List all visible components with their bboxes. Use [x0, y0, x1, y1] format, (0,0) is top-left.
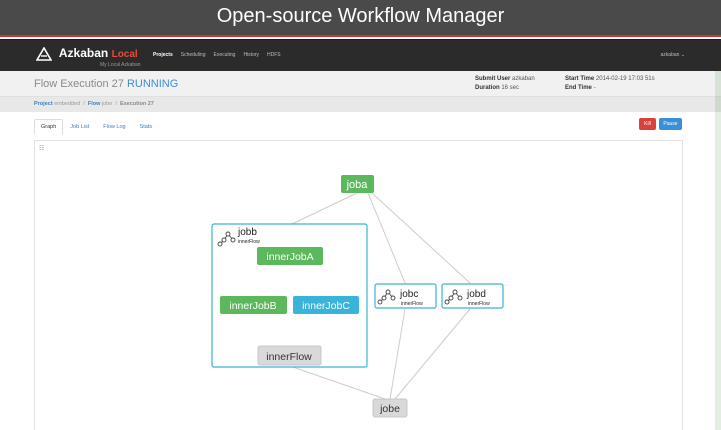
nav-menu: Projects Scheduling Executing History HD… — [153, 52, 281, 58]
list-toggle-icon[interactable]: ☷ — [39, 146, 45, 152]
start-time-label: Start Time — [565, 76, 595, 82]
edge-joba-jobc — [367, 192, 406, 284]
execution-status: RUNNING — [126, 78, 179, 90]
node-innerFlow[interactable]: innerFlow — [257, 345, 322, 366]
node-joba-label: joba — [346, 179, 369, 191]
tab-graph[interactable]: Graph — [34, 119, 64, 135]
flow-icon — [444, 289, 463, 305]
node-innerJobC-label: innerJobC — [302, 300, 350, 312]
tab-bar: Graph Job List Flow Log Stats — [34, 119, 159, 135]
edge-joba-jobd — [371, 192, 471, 284]
breadcrumb-project[interactable]: embedded — [54, 101, 81, 107]
app-name: Azkaban — [58, 46, 109, 60]
nav-scheduling[interactable]: Scheduling — [180, 52, 206, 58]
node-jobb[interactable]: jobb innerFlow — [211, 223, 368, 368]
node-innerJobB-label: innerJobB — [229, 300, 276, 312]
node-innerFlow-label: innerFlow — [266, 351, 312, 363]
node-jobc[interactable]: jobc innerFlow — [374, 283, 437, 309]
nav-projects[interactable]: Projects — [153, 52, 173, 58]
node-jobd-type: innerFlow — [468, 301, 490, 307]
node-innerJobA-label: innerJobA — [266, 251, 313, 263]
tab-flow-log[interactable]: Flow Log — [103, 124, 126, 130]
duration-label: Duration — [475, 85, 500, 91]
edge-jobd-jobe — [394, 308, 471, 400]
node-joba[interactable]: joba — [341, 175, 374, 193]
submit-info: Submit User azkaban Duration 16 sec — [475, 75, 535, 93]
breadcrumb-execution: Execution 27 — [119, 101, 154, 107]
node-jobc-type: innerFlow — [401, 301, 423, 307]
app-subtitle: My Local Azkaban — [100, 62, 141, 68]
nav-history[interactable]: History — [243, 52, 260, 58]
pause-button[interactable]: Pause — [659, 118, 682, 130]
app-local-label: Local — [111, 49, 138, 60]
execution-title: Flow Execution 27 — [34, 78, 124, 90]
azkaban-logo-icon — [36, 46, 52, 61]
node-jobb-label: jobb — [237, 227, 257, 238]
graph-panel: ☷ — [34, 140, 683, 430]
duration: 16 sec — [501, 85, 520, 91]
node-innerJobA[interactable]: innerJobA — [257, 247, 323, 265]
submit-user-label: Submit User — [475, 76, 511, 82]
flow-icon — [217, 231, 236, 247]
breadcrumb-project-label: Project — [34, 101, 53, 107]
node-innerJobB[interactable]: innerJobB — [220, 296, 287, 314]
submit-user: azkaban — [512, 76, 535, 82]
node-jobc-label: jobc — [399, 289, 418, 300]
user-menu[interactable]: azkaban ⌄ — [660, 52, 685, 58]
execution-header: Flow Execution 27 RUNNING Submit User az… — [0, 71, 721, 97]
breadcrumb-flow[interactable]: jobe — [101, 101, 113, 107]
edge-jobb-jobe — [289, 365, 386, 400]
node-jobe[interactable]: jobe — [372, 398, 408, 418]
edge-joba-jobb — [289, 192, 358, 226]
navbar: Azkaban Local My Local Azkaban Projects … — [0, 39, 721, 71]
end-time: - — [593, 85, 596, 91]
flow-icon — [377, 289, 396, 305]
top-banner: Open-source Workflow Manager — [0, 0, 721, 37]
nav-hdfs[interactable]: HDFS — [267, 52, 281, 58]
banner-title: Open-source Workflow Manager — [216, 5, 505, 27]
nav-executing[interactable]: Executing — [213, 52, 236, 58]
node-jobd-label: jobd — [466, 289, 486, 300]
start-time: 2014-02-19 17:03 51s — [595, 76, 655, 82]
kill-button[interactable]: Kill — [639, 118, 656, 130]
logo[interactable]: Azkaban Local — [36, 46, 138, 61]
edge-jobc-jobe — [389, 308, 406, 400]
window-edge — [715, 71, 721, 430]
tab-stats[interactable]: Stats — [139, 124, 153, 130]
node-innerJobC[interactable]: innerJobC — [293, 296, 359, 314]
tab-job-list[interactable]: Job List — [70, 124, 90, 130]
page-title: Flow Execution 27 RUNNING — [34, 78, 178, 90]
breadcrumb-flow-label: Flow — [87, 101, 101, 107]
end-time-label: End Time — [565, 85, 592, 91]
node-jobd[interactable]: jobd innerFlow — [441, 283, 504, 309]
node-jobe-label: jobe — [379, 403, 400, 415]
breadcrumb: Project embedded / Flow jobe / Execution… — [0, 97, 721, 112]
node-jobb-type: innerFlow — [238, 239, 260, 245]
time-info: Start Time 2014-02-19 17:03 51s End Time… — [565, 75, 655, 93]
